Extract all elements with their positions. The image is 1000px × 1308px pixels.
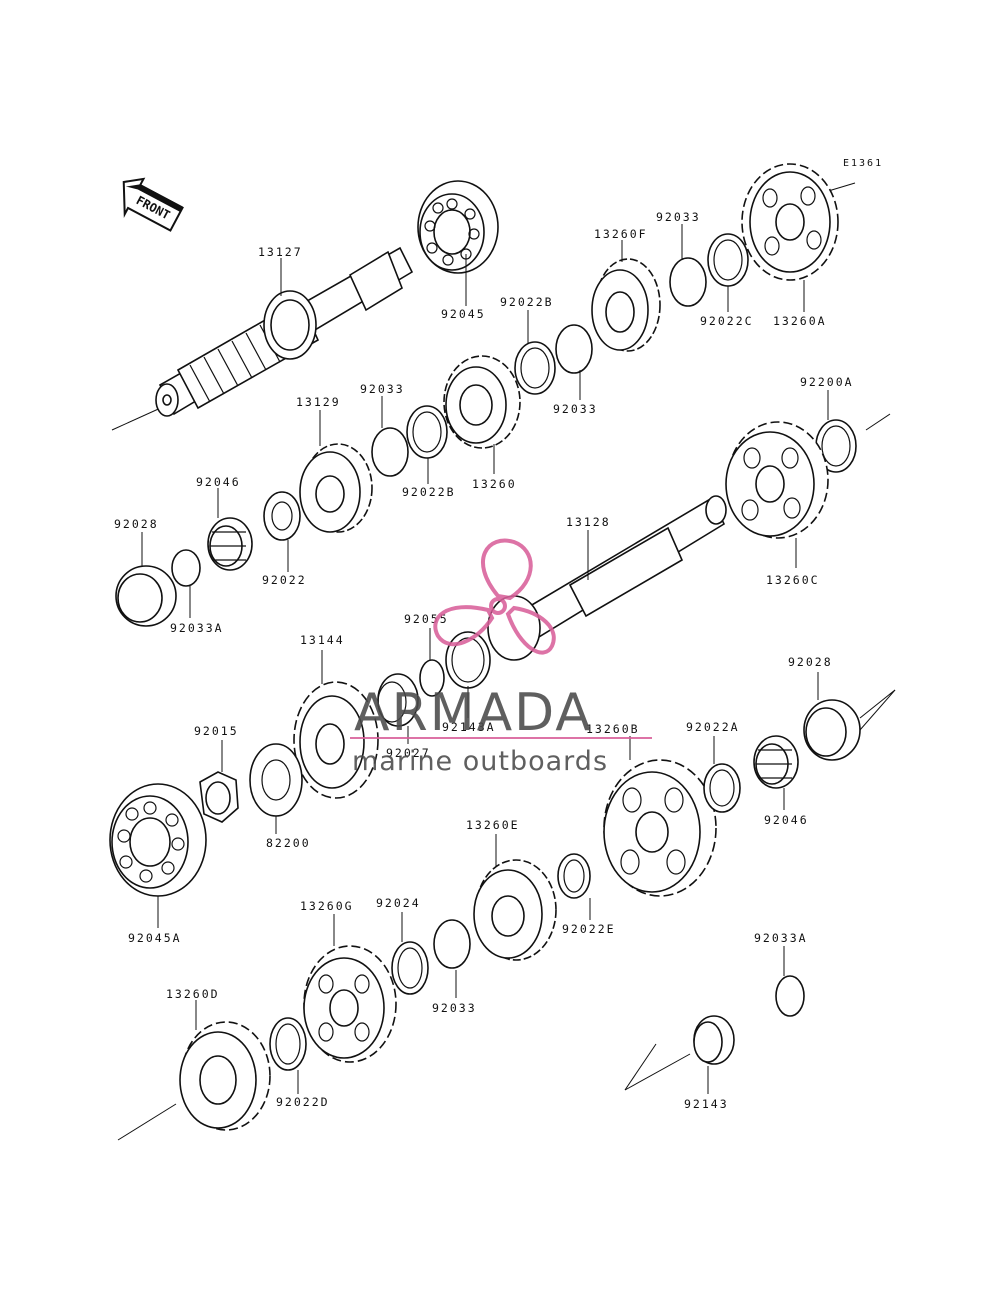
label-92045A: 92045A [128,931,182,945]
label-13260: 13260 [472,477,517,491]
label-13260A: 13260A [773,314,827,328]
sprocket-13144 [293,681,379,799]
label-92200A: 92200A [800,375,854,389]
bearing-92045 [417,180,499,274]
label-92022E: 92022E [562,922,616,936]
label-92015: 92015 [194,724,239,738]
washer-92022 [263,491,301,541]
diagram-code: E1361 [843,158,883,169]
bearing-92028-b [803,699,861,761]
circlip-92033-d [433,919,471,969]
label-92022A: 92022A [686,720,740,734]
watermark-brand: ARMADA [354,683,593,743]
label-92143A: 92143A [442,720,496,734]
needle-bearing-92046-a [207,517,253,571]
label-13260G: 13260G [300,899,354,913]
oring-92055 [419,659,445,697]
nut-92015 [199,771,239,823]
gear-13260D [179,1021,271,1131]
lockwasher-82200 [249,743,303,817]
label-13260D: 13260D [166,987,220,1001]
label-92033-a: 92033 [656,210,701,224]
gear-13260E [473,859,557,961]
gear-13260F [591,258,661,352]
label-92046-b: 92046 [764,813,809,827]
label-92033A-a: 92033A [170,621,224,635]
label-92027: 92027 [386,746,431,760]
label-92033-c: 92033 [360,382,405,396]
input-shaft-13127 [111,246,414,431]
label-92045: 92045 [441,307,486,321]
label-92028-b: 92028 [788,655,833,669]
circlip-92033-a [669,257,707,307]
label-92033-e: 92033 [432,1001,477,1015]
label-92028-a: 92028 [114,517,159,531]
needle-bearing-92046-b [753,735,799,789]
gear-13260A [741,163,839,281]
front-arrow-icon: FRONT [122,177,184,232]
label-92022D: 92022D [276,1095,330,1109]
watermark-tagline: marine outboards [352,746,608,777]
label-92143: 92143 [684,1097,729,1111]
label-92022: 92022 [262,573,307,587]
circlip-92033-c [371,427,409,477]
gear-13129 [299,443,373,533]
gear-13260 [443,355,521,449]
circlip-92033A-a [171,549,201,587]
label-92033A-b: 92033A [754,931,808,945]
collar-92143 [693,1015,735,1065]
gear-13260C [725,421,829,539]
bearing-92028-a [115,565,177,627]
circlip-92033-b [555,324,593,374]
label-13144: 13144 [300,633,345,647]
label-13127: 13127 [258,245,303,259]
label-13129: 13129 [296,395,341,409]
label-92022B-a: 92022B [500,295,554,309]
circlip-92033A-b [775,975,805,1017]
label-13128: 13128 [566,515,611,529]
gear-13260G [303,945,397,1063]
bearing-92045A [109,783,207,897]
label-92024: 92024 [376,896,421,910]
gear-13260B [603,759,717,897]
label-13260B: 13260B [586,722,640,736]
label-13260E: 13260E [466,818,520,832]
propeller-logo-icon [433,538,556,655]
label-13260F: 13260F [594,227,648,241]
label-82200: 82200 [266,836,311,850]
label-92046-a: 92046 [196,475,241,489]
label-92022B-b: 92022B [402,485,456,499]
washer-92022E [557,853,591,899]
label-92022C: 92022C [700,314,754,328]
label-92033-b: 92033 [553,402,598,416]
watermark: ARMADA marine outboards [350,538,652,777]
label-13260C: 13260C [766,573,820,587]
